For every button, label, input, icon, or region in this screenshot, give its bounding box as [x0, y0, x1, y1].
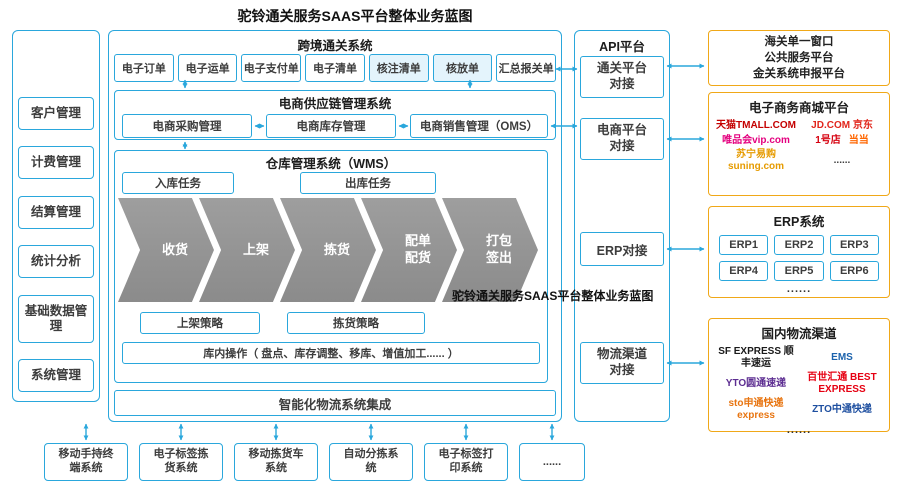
api-erp-connect-box: ERP对接 — [580, 232, 664, 266]
customs-window-line3: 金关系统申报平台 — [753, 68, 845, 80]
sidebar-frame: 客户管理 计费管理 结算管理 统计分析 基础数据管理 系统管理 — [12, 30, 100, 402]
bottom-system-auto-sort: 自动分拣系统 — [329, 443, 413, 481]
customs-window-line1: 海关单一窗口 — [764, 36, 834, 48]
sidebar-item-settlement-mgmt: 结算管理 — [18, 195, 94, 229]
watermark-text: 驼铃通关服务SAAS平台整体业务蓝图 — [452, 289, 654, 303]
outbound-task-box: 出库任务 — [300, 172, 436, 194]
customs-system-title: 跨境通关系统 — [297, 39, 373, 53]
api-ecommerce-connect-box: 电商平台对接 — [580, 118, 664, 160]
domestic-logistics-panel: 国内物流渠道 SF EXPRESS 顺丰速运 EMS YTO圆通速递 百世汇通 … — [708, 318, 890, 436]
warehouse-operations-box: 库内操作（ 盘点、库存调整、移库、增值加工...... ） — [122, 342, 540, 364]
wms-title: 仓库管理系统（WMS） — [265, 157, 397, 171]
sidebar-item-billing-mgmt: 计费管理 — [18, 146, 94, 180]
mall-panel-title: 电子商务商城平台 — [748, 101, 849, 115]
bottom-system-pick-cart: 移动拣货车系统 — [234, 443, 318, 481]
brand-tmall: 天猫TMALL.COM — [716, 120, 796, 131]
erp5-box: ERP5 — [774, 261, 824, 281]
logistics-integration-bar: 智能化物流系统集成 — [114, 390, 556, 416]
api-platform-title: API平台 — [599, 40, 645, 54]
doc-e-payment: 电子支付单 — [241, 54, 302, 82]
brand-yto: YTO圆通速递 — [725, 377, 787, 389]
bottom-system-handheld: 移动手持终端系统 — [44, 443, 128, 481]
erp6-box: ERP6 — [829, 261, 879, 281]
supply-chain-title: 电商供应链管理系统 — [278, 97, 392, 111]
sidebar-item-customer-mgmt: 客户管理 — [18, 97, 94, 130]
logistics-more-ellipsis: ...... — [786, 424, 812, 436]
erp-systems-panel: ERP系统 ERP1 ERP2 ERP3 ERP4 ERP5 ERP6 ....… — [708, 206, 890, 298]
customs-window-line2: 公共服务平台 — [764, 52, 834, 64]
inventory-mgmt-box: 电商库存管理 — [266, 114, 396, 138]
logistics-brand-grid: SF EXPRESS 顺丰速运 EMS YTO圆通速递 百世汇通 BEST EX… — [709, 342, 889, 440]
customs-doc-row: 电子订单 电子运单 电子支付单 电子清单 核注清单 核放单 汇总报关单 — [114, 54, 557, 82]
doc-e-waybill: 电子运单 — [177, 54, 238, 82]
erp2-box: ERP2 — [774, 235, 824, 255]
inbound-task-box: 入库任务 — [122, 172, 234, 194]
brand-yhd: 1号店 — [815, 134, 841, 146]
page-title: 驼铃通关服务SAAS平台整体业务蓝图 — [237, 8, 473, 24]
erp3-box: ERP3 — [829, 235, 879, 255]
doc-e-order: 电子订单 — [114, 54, 174, 82]
brand-suning: 苏宁易购 suning.com — [727, 149, 785, 172]
mall-brand-grid: 天猫TMALL.COM JD.COM 京东 唯品会vip.com 1号店 当当 … — [709, 116, 889, 176]
erp-more-ellipsis: ...... — [786, 283, 812, 295]
customs-window-lines: 海关单一窗口 公共服务平台 金关系统申报平台 — [709, 31, 889, 85]
brand-sf-express: SF EXPRESS 顺丰速运 — [718, 346, 794, 369]
ecommerce-mall-panel: 电子商务商城平台 天猫TMALL.COM JD.COM 京东 唯品会vip.co… — [708, 92, 890, 196]
doc-release-form: 核放单 — [432, 54, 493, 82]
doc-e-manifest: 电子清单 — [305, 54, 365, 82]
procurement-mgmt-box: 电商采购管理 — [122, 114, 252, 138]
brand-zto: ZTO中通快递 — [812, 403, 872, 415]
brand-vip: 唯品会vip.com — [722, 134, 790, 146]
doc-summary-declaration: 汇总报关单 — [496, 54, 557, 82]
bottom-system-label-print: 电子标签打印系统 — [424, 443, 508, 481]
brand-dangdang: 当当 — [848, 134, 869, 146]
customs-single-window-panel: 海关单一窗口 公共服务平台 金关系统申报平台 — [708, 30, 890, 86]
logistics-panel-title: 国内物流渠道 — [761, 327, 837, 341]
api-logistics-connect-box: 物流渠道对接 — [580, 342, 664, 384]
sidebar-item-statistics: 统计分析 — [18, 245, 94, 279]
bottom-system-more: ...... — [519, 443, 585, 481]
brand-jd: JD.COM 京东 — [811, 120, 873, 131]
doc-check-list: 核注清单 — [368, 54, 429, 82]
brand-ems: EMS — [831, 351, 853, 363]
sidebar-item-base-data-mgmt: 基础数据管理 — [18, 294, 94, 343]
brand-best-express: 百世汇通 BEST EXPRESS — [807, 372, 877, 395]
erp-panel-title: ERP系统 — [773, 215, 825, 229]
api-customs-connect-box: 通关平台对接 — [580, 56, 664, 98]
bottom-system-pick-label: 电子标签拣货系统 — [139, 443, 223, 481]
mall-more-ellipsis: ...... — [833, 154, 851, 166]
shelving-strategy-box: 上架策略 — [140, 312, 260, 334]
erp-grid: ERP1 ERP2 ERP3 ERP4 ERP5 ERP6 — [709, 230, 889, 283]
erp4-box: ERP4 — [719, 261, 769, 281]
oms-sales-mgmt-box: 电商销售管理（OMS） — [410, 114, 548, 138]
brand-yhd-dangdang: 1号店 当当 — [815, 135, 869, 147]
sidebar-item-system-mgmt: 系统管理 — [18, 358, 94, 392]
picking-strategy-box: 拣货策略 — [287, 312, 425, 334]
erp1-box: ERP1 — [719, 235, 769, 255]
brand-sto: sto申通快递 express — [728, 398, 784, 421]
